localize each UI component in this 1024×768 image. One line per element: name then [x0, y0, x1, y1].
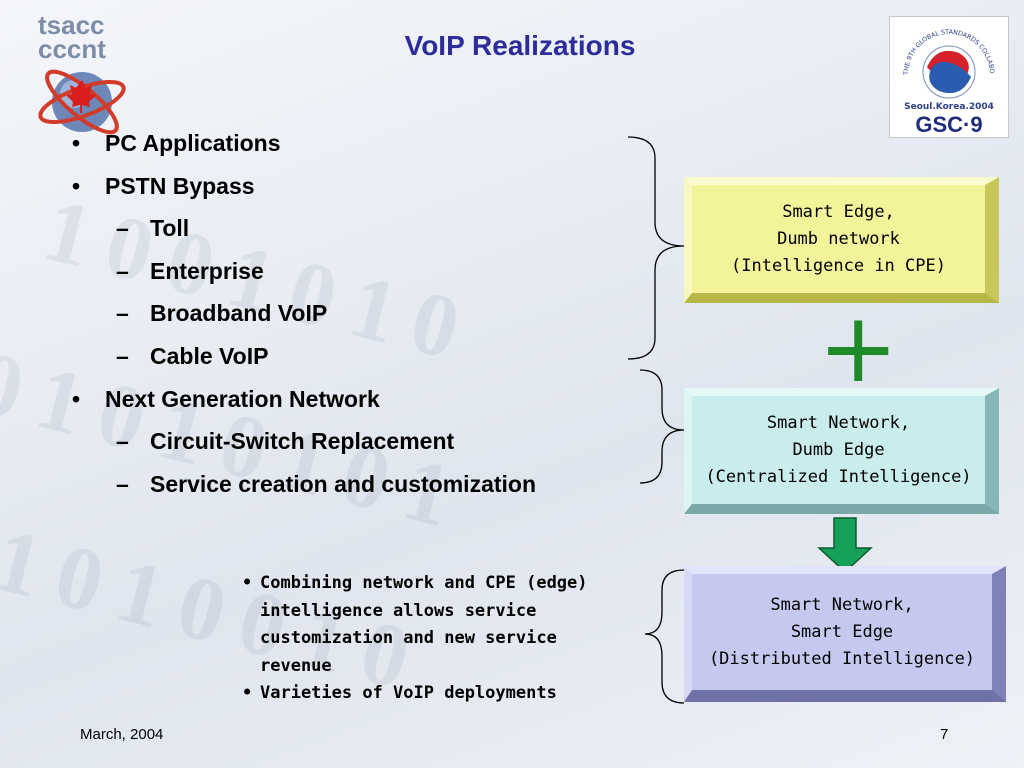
box-line: (Distributed Intelligence)	[708, 648, 976, 669]
logo-gsc9: GSC·9	[915, 112, 982, 137]
box-line: Dumb Edge	[792, 439, 885, 460]
brace-middle	[639, 369, 685, 484]
box-line: Smart Network,	[766, 412, 911, 433]
brace-bottom	[644, 569, 685, 704]
smart-edge-box: Smart Edge, Dumb network (Intelligence i…	[684, 177, 999, 303]
logo-text-tsacc: tsacc	[38, 10, 105, 40]
gsc9-logo: THE 9TH GLOBAL STANDARDS COLLABORATION M…	[887, 12, 1009, 138]
side-notes-list: Combining network and CPE (edge) intelli…	[240, 570, 660, 708]
brace-top	[627, 136, 685, 360]
distributed-intelligence-box: Smart Network, Smart Edge (Distributed I…	[684, 566, 1006, 702]
side-note-item: Combining network and CPE (edge) intelli…	[240, 570, 630, 680]
box-line: Smart Edge,	[782, 201, 895, 222]
box-line: Dumb network	[777, 228, 900, 249]
main-bullet-list: PC Applications PSTN Bypass Toll Enterpr…	[60, 122, 536, 505]
bullet-item: Next Generation Network	[60, 378, 536, 421]
logo-text-cccnt: cccnt	[38, 34, 106, 64]
sub-bullet-item: Service creation and customization	[60, 463, 536, 506]
sub-bullet-item: Circuit-Switch Replacement	[60, 420, 536, 463]
plus-sign: +	[818, 292, 899, 404]
sub-bullet-item: Broadband VoIP	[60, 292, 536, 335]
box-line: (Centralized Intelligence)	[705, 466, 972, 487]
bullet-item: PC Applications	[60, 122, 536, 165]
down-arrow-icon	[817, 517, 873, 574]
logo-city: Seoul.Korea.2004	[904, 102, 994, 112]
sub-bullet-item: Cable VoIP	[60, 335, 536, 378]
slide-title: VoIP Realizations	[404, 30, 636, 61]
smart-network-box: Smart Network, Dumb Edge (Centralized In…	[684, 388, 999, 514]
side-note-item: Varieties of VoIP deployments	[240, 680, 660, 708]
page-number: 7	[940, 726, 949, 743]
bullet-item: PSTN Bypass	[60, 165, 536, 208]
sub-bullet-item: Enterprise	[60, 250, 536, 293]
sub-bullet-item: Toll	[60, 207, 536, 250]
footer-date: March, 2004	[80, 726, 164, 743]
box-line: Smart Network,	[770, 594, 914, 615]
box-line: (Intelligence in CPE)	[731, 255, 946, 276]
box-line: Smart Edge	[790, 621, 894, 642]
